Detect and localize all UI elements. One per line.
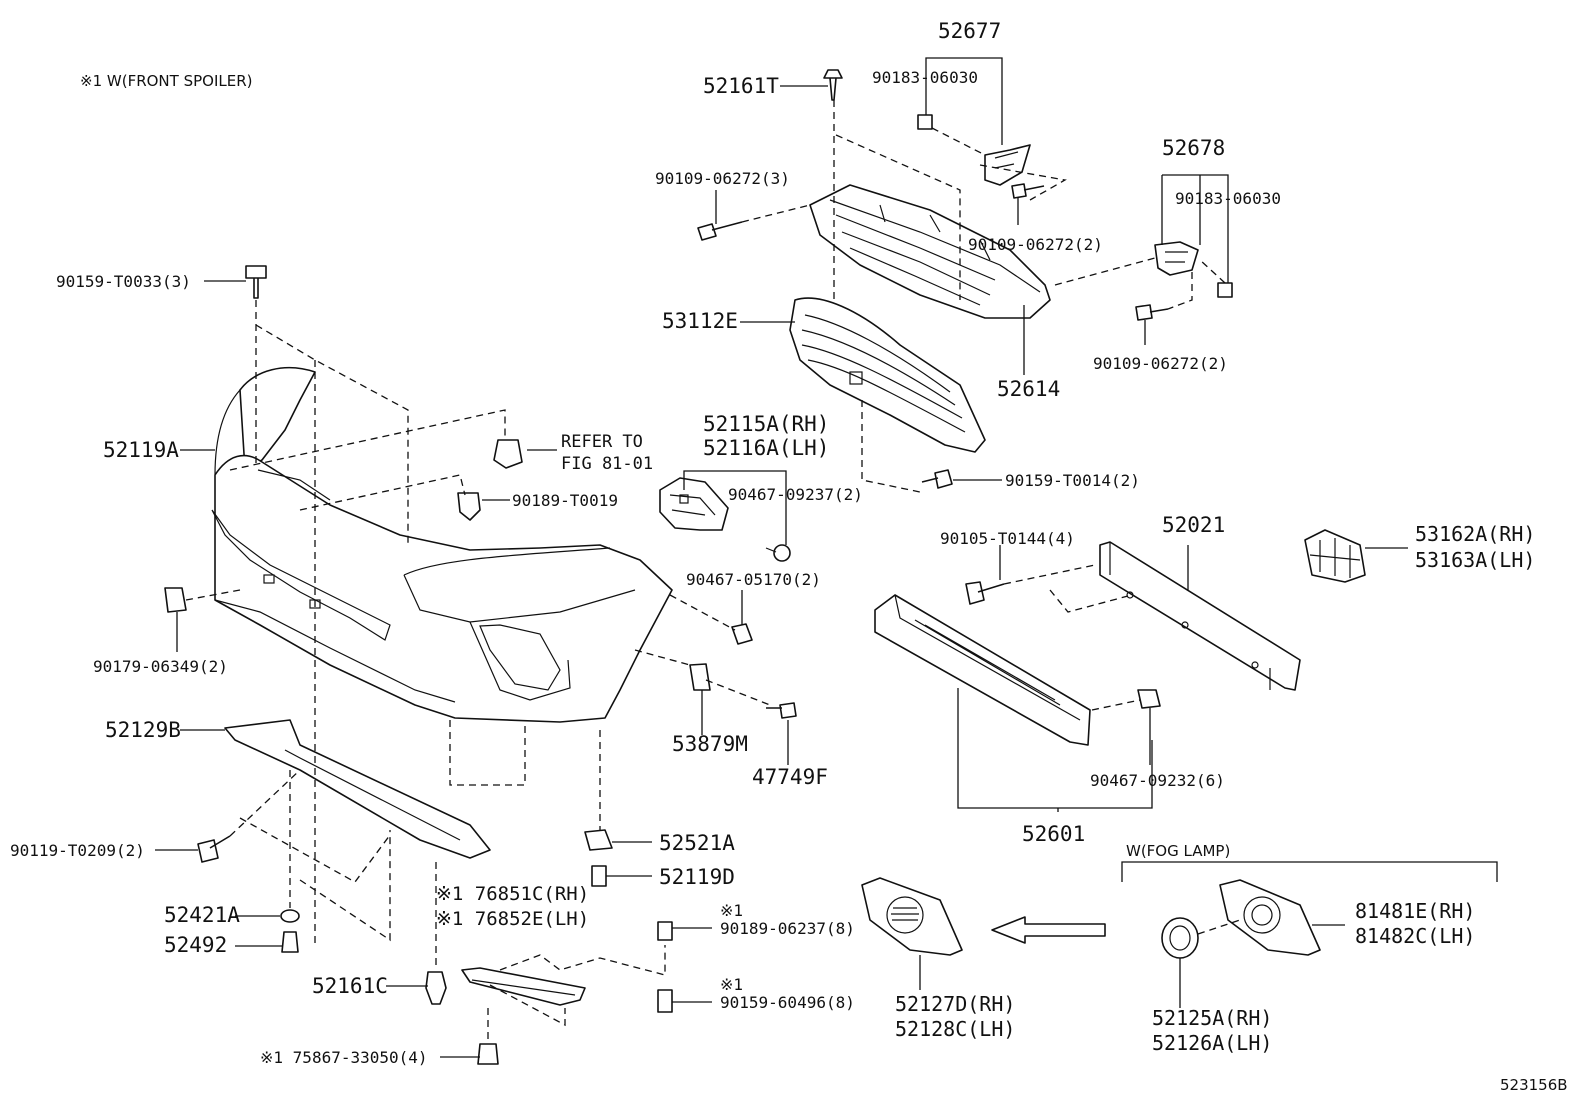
label-refer-to: REFER TO: [561, 432, 643, 452]
bumper-cover-part: [211, 366, 673, 723]
label-90467-05170: 90467-05170(2): [686, 570, 821, 589]
label-52161T: 52161T: [703, 74, 779, 98]
leader-lines: [155, 57, 1498, 1058]
fog-cover-with-lamp-part: [1219, 879, 1321, 956]
fog-lamp-bracket-part: [659, 477, 729, 531]
label-76852E: ※1 76852E(LH): [436, 908, 589, 930]
label-90159-60496: 90159-60496(8): [720, 993, 855, 1012]
label-52421A: 52421A: [164, 903, 240, 927]
label-90183-upper: 90183-06030: [872, 68, 978, 87]
label-52127D: 52127D(RH): [895, 992, 1015, 1016]
fog-lamp-group-title: W(FOG LAMP): [1126, 842, 1230, 860]
label-81482C: 81482C(LH): [1355, 924, 1475, 948]
grille-bracket-rh-part: [984, 144, 1031, 186]
label-90159-T0033: 90159-T0033(3): [56, 272, 191, 291]
label-52161C: 52161C: [312, 974, 388, 998]
label-76851C: ※1 76851C(RH): [436, 883, 589, 905]
label-52492: 52492: [164, 933, 227, 957]
label-53162A: 53162A(RH): [1415, 522, 1535, 546]
label-90119-T0209: 90119-T0209(2): [10, 841, 145, 860]
label-52119A: 52119A: [103, 438, 179, 462]
label-52128C: 52128C(LH): [895, 1017, 1015, 1041]
direction-arrow: [991, 916, 1106, 944]
label-mark-1a: ※1: [720, 901, 743, 920]
dashed-guides: [185, 100, 1241, 1044]
front-spoiler-note: ※1 W(FRONT SPOILER): [80, 72, 252, 90]
label-90179-06349: 90179-06349(2): [93, 657, 228, 676]
fog-cover-part: [861, 877, 963, 956]
label-52125A: 52125A(RH): [1152, 1006, 1272, 1030]
label-52614: 52614: [997, 377, 1060, 401]
label-fig-81-01: FIG 81-01: [561, 454, 653, 474]
label-75867-33050: ※1 75867-33050(4): [260, 1048, 428, 1067]
label-90159-T0014: 90159-T0014(2): [1005, 471, 1140, 490]
label-53163A: 53163A(LH): [1415, 548, 1535, 572]
label-52021: 52021: [1162, 513, 1225, 537]
fog-lamp-ring-part: [1161, 917, 1199, 959]
fasteners: [164, 69, 1233, 1065]
label-mark-1b: ※1: [720, 975, 743, 994]
label-53112E: 53112E: [662, 309, 738, 333]
label-90189-T0019: 90189-T0019: [512, 491, 618, 510]
label-52126A: 52126A(LH): [1152, 1031, 1272, 1055]
bumper-reinforcement-part: [1099, 541, 1301, 691]
illustration-number: 523156B: [1500, 1076, 1568, 1094]
front-spoiler-part: [461, 967, 586, 1006]
label-90467-09232: 90467-09232(6): [1090, 771, 1225, 790]
label-52119D: 52119D: [659, 865, 735, 889]
label-90109-3: 90109-06272(3): [655, 169, 790, 188]
label-90189-06237: 90189-06237(8): [720, 919, 855, 938]
part-labels: ※1 W(FRONT SPOILER) 52677 52161T 90183-0…: [10, 19, 1568, 1094]
label-90183-right: 90183-06030: [1175, 189, 1281, 208]
label-90105-T0144: 90105-T0144(4): [940, 529, 1075, 548]
label-52115A: 52115A(RH): [703, 412, 829, 436]
label-90467-09237: 90467-09237(2): [728, 485, 863, 504]
lower-cover-part: [224, 719, 491, 859]
label-52129B: 52129B: [105, 718, 181, 742]
radiator-grille-part: [789, 297, 986, 453]
energy-absorber-part: [874, 594, 1091, 746]
side-retainer-part: [1304, 529, 1366, 583]
label-52521A: 52521A: [659, 831, 735, 855]
label-81481E: 81481E(RH): [1355, 899, 1475, 923]
grille-bracket-lh-part: [1154, 241, 1199, 276]
label-52678: 52678: [1162, 136, 1225, 160]
label-52677: 52677: [938, 19, 1001, 43]
label-52601: 52601: [1022, 822, 1085, 846]
label-90109-upper-2: 90109-06272(2): [968, 235, 1103, 254]
label-53879M: 53879M: [672, 732, 748, 756]
label-90109-right-2: 90109-06272(2): [1093, 354, 1228, 373]
label-47749F: 47749F: [752, 765, 828, 789]
label-52116A: 52116A(LH): [703, 436, 829, 460]
